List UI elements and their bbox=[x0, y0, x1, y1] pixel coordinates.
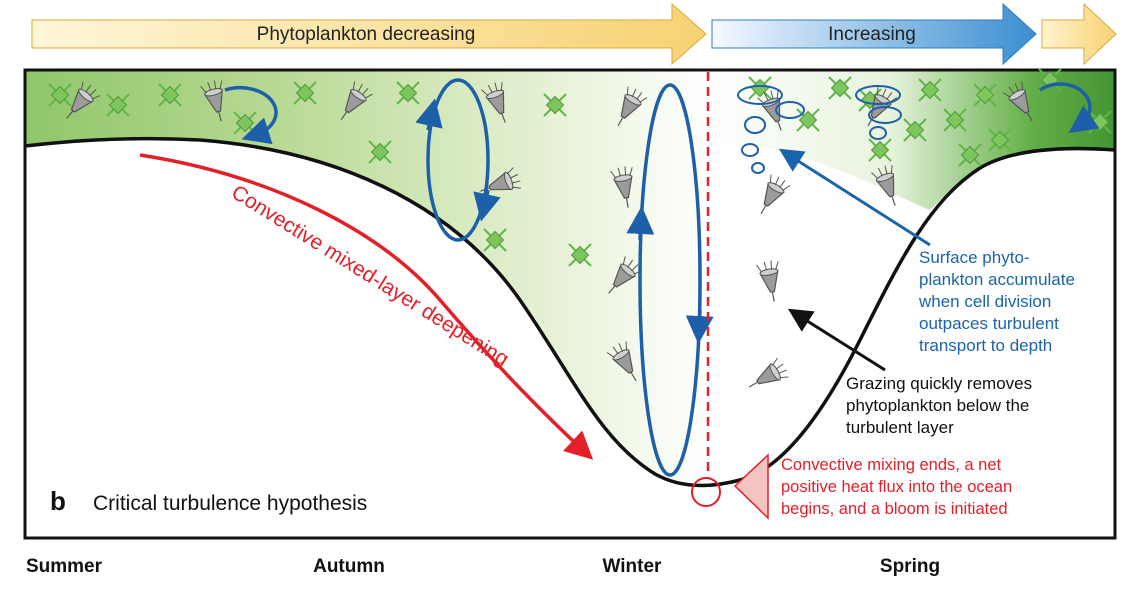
surface-layer-right bbox=[708, 70, 1115, 486]
season-label-summer: Summer bbox=[26, 556, 103, 577]
spring-bloom-patch bbox=[708, 70, 1115, 210]
bloom-text: Convective mixing ends, a net positive h… bbox=[781, 456, 1017, 518]
surface-accumulate-line: outpaces turbulent bbox=[919, 314, 1059, 333]
panel-title: Critical turbulence hypothesis bbox=[93, 492, 367, 515]
surface-accumulate-line: when cell division bbox=[918, 292, 1051, 311]
season-label-winter: Winter bbox=[603, 556, 663, 577]
mixed-layer-depth-curve bbox=[24, 136, 1116, 488]
grazing-pointer bbox=[787, 308, 886, 372]
season-label-spring: Spring bbox=[880, 556, 940, 577]
transition-marker-circle bbox=[691, 477, 721, 507]
increasing-label: Increasing bbox=[828, 24, 916, 45]
surface-accumulate-pointer bbox=[778, 148, 931, 247]
season-label-autumn: Autumn bbox=[313, 556, 385, 577]
mixed-layer-left bbox=[25, 70, 708, 487]
phytoplankton-decreasing-arrow bbox=[31, 2, 707, 66]
bloom-pointer-triangle bbox=[733, 453, 769, 520]
surface-accumulate-text: Surface phyto- plankton accumulate when … bbox=[918, 248, 1080, 355]
decreasing-label: Phytoplankton decreasing bbox=[257, 24, 476, 45]
mixing-loops bbox=[224, 78, 1100, 477]
grazing-line: phytoplankton below the bbox=[846, 396, 1029, 415]
bloom-line: Convective mixing ends, a net bbox=[781, 456, 1002, 474]
surface-accumulate-line: transport to depth bbox=[919, 336, 1052, 355]
surface-accumulate-line: plankton accumulate bbox=[919, 270, 1075, 289]
grazing-text: Grazing quickly removes phytoplankton be… bbox=[846, 374, 1037, 437]
ocean-panel bbox=[23, 68, 1117, 540]
convective-deepening-arrow bbox=[139, 153, 594, 460]
small-eddies bbox=[737, 85, 902, 174]
panel-letter: b bbox=[50, 486, 66, 516]
bloom-line: begins, and a bloom is initiated bbox=[781, 500, 1008, 518]
grazing-line: Grazing quickly removes bbox=[846, 374, 1032, 393]
continuing-season-arrow bbox=[1041, 2, 1117, 66]
increasing-arrow bbox=[711, 2, 1037, 66]
bloom-line: positive heat flux into the ocean bbox=[781, 478, 1012, 496]
surface-accumulate-line: Surface phyto- bbox=[919, 248, 1030, 267]
grazing-line: turbulent layer bbox=[846, 418, 954, 437]
